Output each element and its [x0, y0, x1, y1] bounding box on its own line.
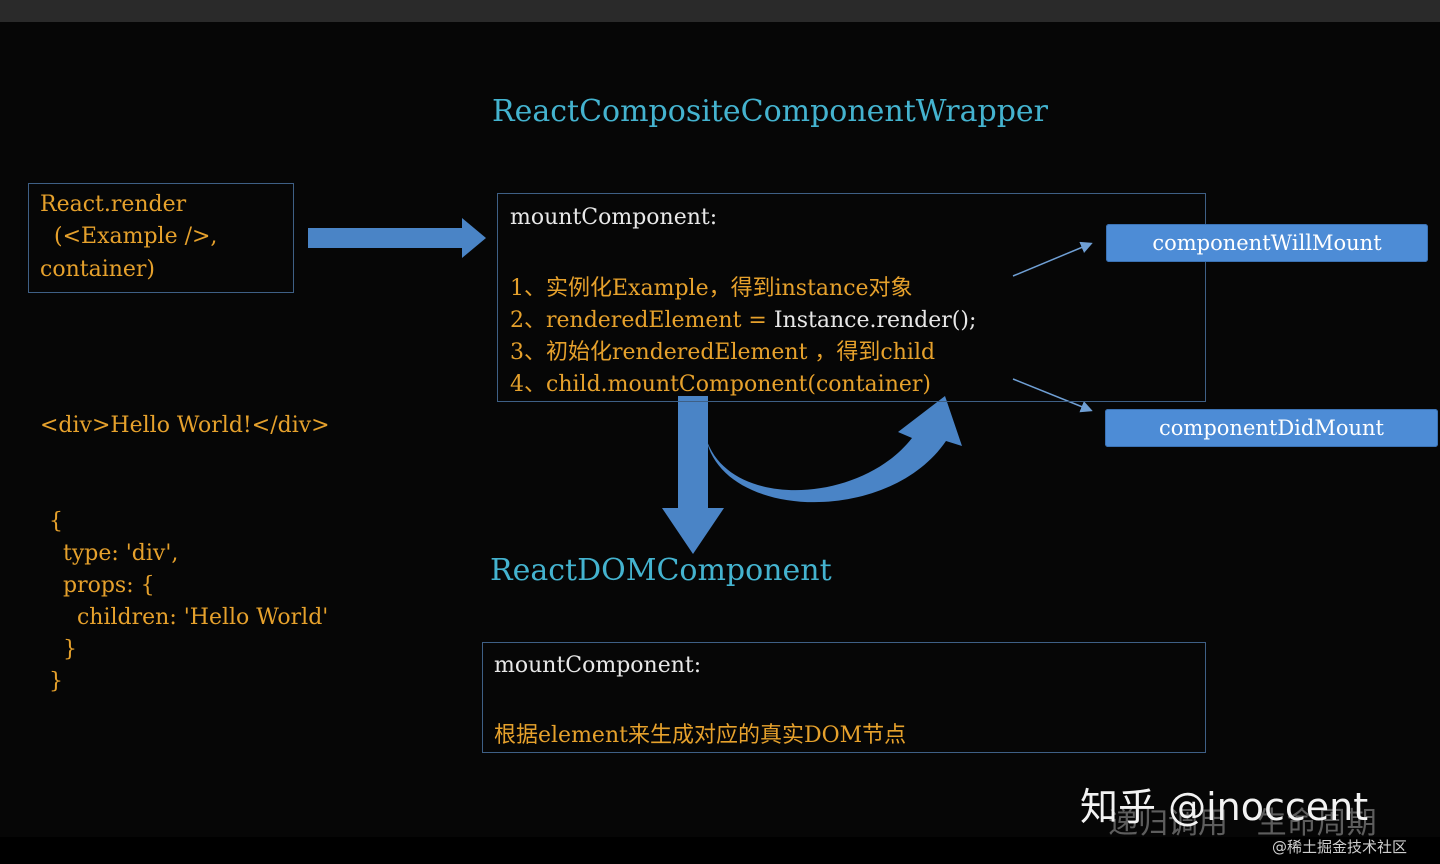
- step-1: 1、实例化Example，得到instance对象: [510, 270, 913, 302]
- step-1-text: 实例化Example，得到instance对象: [546, 276, 913, 301]
- composite-title: ReactCompositeComponentWrapper: [492, 94, 1049, 129]
- render-line-1: React.render: [40, 192, 187, 217]
- watermark-subtitle: 递归调用 生命周期: [1108, 806, 1377, 841]
- element-object-snippet: { type: 'div', props: { children: 'Hello…: [48, 509, 329, 694]
- composite-mount-box: mountComponent: 1、实例化Example，得到instance对…: [497, 193, 1206, 402]
- down-arrow: [662, 396, 724, 554]
- dom-body: 根据element来生成对应的真实DOM节点: [494, 723, 907, 748]
- component-will-mount-pill: componentWillMount: [1106, 224, 1428, 262]
- step-4-num: 4、: [510, 372, 546, 397]
- dom-heading: mountComponent:: [494, 653, 702, 678]
- step-3-num: 3、: [510, 340, 546, 365]
- right-arrow: [308, 218, 486, 258]
- top-bar: [0, 0, 1440, 22]
- bottom-bar: [0, 837, 1440, 864]
- step-4-text: child.mountComponent(container): [546, 372, 931, 397]
- will-mount-pointer: [1012, 241, 1093, 277]
- render-box: React.render (<Example />, container): [28, 183, 294, 293]
- jsx-snippet: <div>Hello World!</div>: [40, 413, 330, 438]
- step-2: 2、renderedElement = Instance.render();: [510, 302, 976, 334]
- composite-heading: mountComponent:: [510, 205, 718, 230]
- did-mount-pointer: [1012, 378, 1093, 413]
- step-3: 3、初始化renderedElement ，得到child: [510, 334, 935, 366]
- step-1-num: 1、: [510, 276, 546, 301]
- render-line-3: container): [40, 257, 156, 282]
- step-2-extra: Instance.render();: [773, 308, 977, 333]
- watermark-juejin: @稀土掘金技术社区: [1272, 838, 1408, 856]
- step-3-text: 初始化renderedElement ，得到child: [546, 340, 936, 365]
- render-line-2: (<Example />,: [40, 224, 218, 249]
- dom-title: ReactDOMComponent: [490, 553, 832, 588]
- component-did-mount-pill: componentDidMount: [1105, 409, 1438, 447]
- dom-mount-box: mountComponent: 根据element来生成对应的真实DOM节点: [482, 642, 1206, 753]
- step-2-num: 2、: [510, 308, 546, 333]
- recursion-curved-arrow: [706, 396, 962, 503]
- step-2-text: renderedElement =: [546, 308, 774, 333]
- watermark-zhihu: 知乎 @inoccent: [1080, 785, 1369, 829]
- step-4: 4、child.mountComponent(container): [510, 366, 931, 398]
